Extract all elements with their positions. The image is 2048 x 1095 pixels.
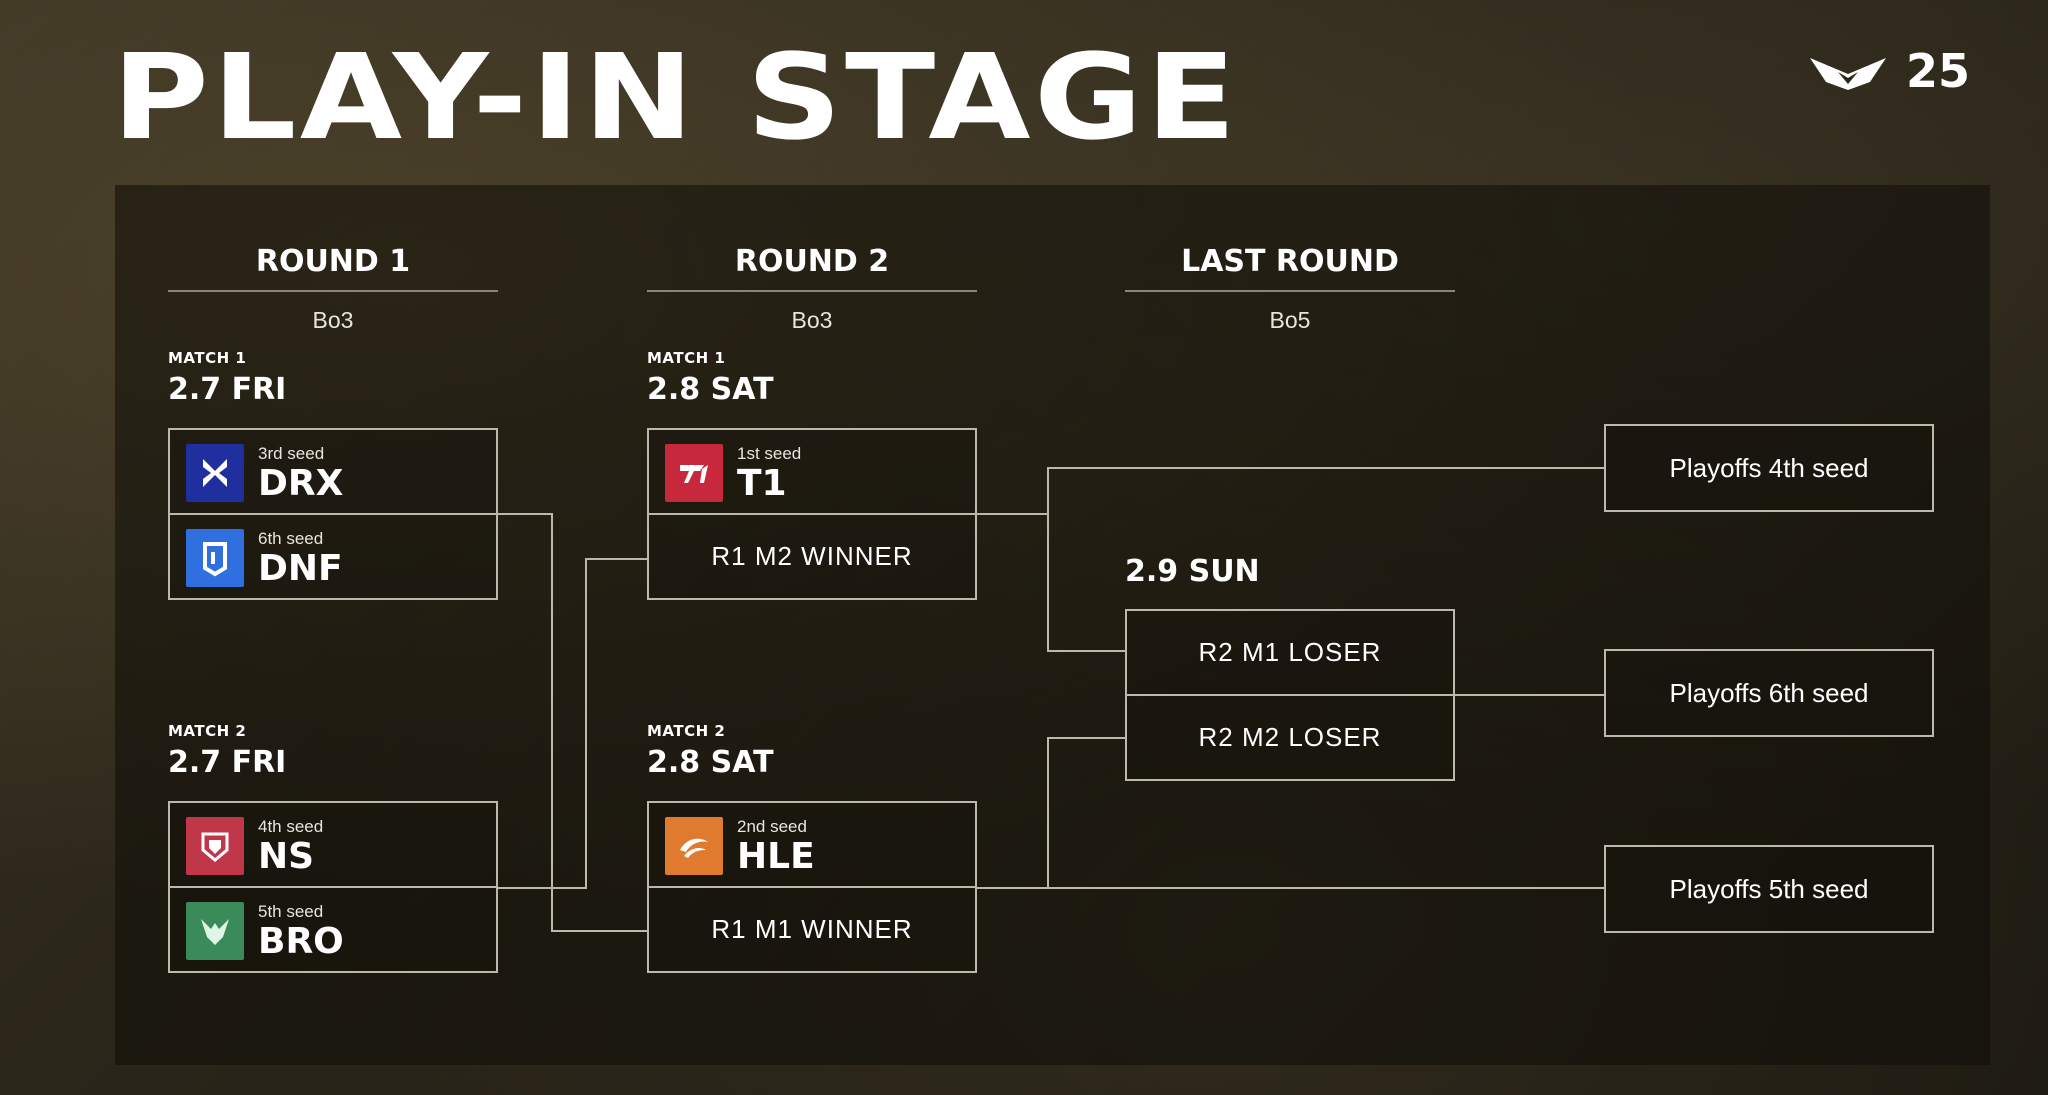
- lck-wing-icon: [1810, 58, 1886, 90]
- team-seed: 2nd seed: [737, 817, 807, 836]
- dnf-logo-icon: [186, 529, 244, 587]
- team-name: NS: [258, 836, 315, 877]
- team-seed: 1st seed: [737, 444, 802, 463]
- placeholder-text: R2 M2 LOSER: [1198, 722, 1382, 752]
- placeholder-text: R1 M2 WINNER: [711, 541, 913, 571]
- round1-header: ROUND 1 Bo3: [168, 244, 498, 334]
- r1m2-team-slot-ns[interactable]: 4th seed NS: [170, 803, 496, 888]
- team-name: T1: [737, 463, 787, 504]
- round2-header: ROUND 2 Bo3: [647, 244, 977, 334]
- placeholder-text: R2 M1 LOSER: [1198, 637, 1382, 667]
- team-name: HLE: [737, 836, 815, 877]
- team-name: BRO: [258, 921, 344, 962]
- r1m2-team-slot-bro[interactable]: 5th seed BRO: [170, 888, 496, 971]
- r1m2-date: 2.7 FRI: [168, 745, 287, 780]
- r2m2-label: MATCH 2: [647, 722, 726, 740]
- page-title: PLAY-IN STAGE: [112, 28, 1240, 166]
- r1m1-matchbox: 3rd seed DRX 6th seed DNF: [168, 428, 498, 600]
- team-seed: 3rd seed: [258, 444, 325, 463]
- team-seed: 4th seed: [258, 817, 324, 836]
- lck-logo: 25: [1808, 48, 1998, 94]
- last-round-slot-bottom[interactable]: R2 M2 LOSER: [1127, 696, 1453, 779]
- ns-logo-icon: [186, 817, 244, 875]
- team-name: DNF: [258, 548, 343, 589]
- r1m1-label: MATCH 1: [168, 349, 247, 367]
- last-round-matchbox: R2 M1 LOSER R2 M2 LOSER: [1125, 609, 1455, 781]
- result-playoffs-6th-seed[interactable]: Playoffs 6th seed: [1604, 649, 1934, 737]
- round1-format: Bo3: [312, 307, 354, 333]
- last-round-title: LAST ROUND: [1125, 244, 1455, 292]
- r2m1-placeholder-slot[interactable]: R1 M2 WINNER: [649, 515, 975, 598]
- drx-logo-icon: [186, 444, 244, 502]
- team-seed: 5th seed: [258, 902, 324, 921]
- r2m1-matchbox: 1st seed T1 R1 M2 WINNER: [647, 428, 977, 600]
- last-round-format: Bo5: [1269, 307, 1311, 333]
- r1m2-matchbox: 4th seed NS 5th seed BRO: [168, 801, 498, 973]
- result-playoffs-4th-seed[interactable]: Playoffs 4th seed: [1604, 424, 1934, 512]
- last-round-date: 2.9 SUN: [1125, 554, 1260, 589]
- last-round-header: LAST ROUND Bo5: [1125, 244, 1455, 334]
- round2-format: Bo3: [791, 307, 833, 333]
- r1m1-team-slot-drx[interactable]: 3rd seed DRX: [170, 430, 496, 515]
- round1-title: ROUND 1: [168, 244, 498, 292]
- round2-title: ROUND 2: [647, 244, 977, 292]
- r2m2-placeholder-slot[interactable]: R1 M1 WINNER: [649, 888, 975, 971]
- r2m2-team-slot-hle[interactable]: 2nd seed HLE: [649, 803, 975, 888]
- season-number: 25: [1906, 44, 1971, 98]
- r2m1-date: 2.8 SAT: [647, 372, 774, 407]
- bro-logo-icon: [186, 902, 244, 960]
- result-playoffs-5th-seed[interactable]: Playoffs 5th seed: [1604, 845, 1934, 933]
- team-seed: 6th seed: [258, 529, 324, 548]
- r2m2-matchbox: 2nd seed HLE R1 M1 WINNER: [647, 801, 977, 973]
- r1m1-date: 2.7 FRI: [168, 372, 287, 407]
- hle-logo-icon: [665, 817, 723, 875]
- r1m2-label: MATCH 2: [168, 722, 247, 740]
- r1m1-team-slot-dnf[interactable]: 6th seed DNF: [170, 515, 496, 598]
- r2m1-team-slot-t1[interactable]: 1st seed T1: [649, 430, 975, 515]
- placeholder-text: R1 M1 WINNER: [711, 914, 913, 944]
- t1-logo-icon: [665, 444, 723, 502]
- team-name: DRX: [258, 463, 344, 504]
- r2m2-date: 2.8 SAT: [647, 745, 774, 780]
- last-round-slot-top[interactable]: R2 M1 LOSER: [1127, 611, 1453, 696]
- r2m1-label: MATCH 1: [647, 349, 726, 367]
